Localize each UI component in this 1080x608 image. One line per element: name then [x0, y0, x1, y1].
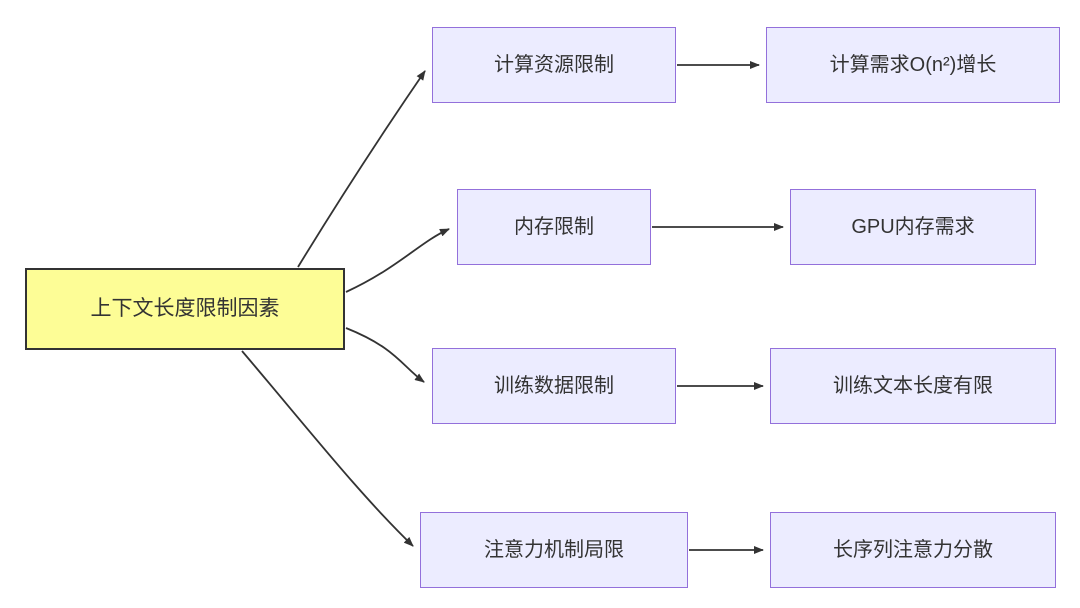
node-cause-1: 内存限制	[457, 189, 651, 265]
edge-root-to-cause-3	[241, 350, 414, 547]
node-effect-2: 训练文本长度有限	[770, 348, 1056, 424]
node-effect-1: GPU内存需求	[790, 189, 1036, 265]
edge-root-to-cause-2	[345, 327, 425, 383]
edge-root-to-cause-0	[297, 70, 426, 268]
node-effect-1-label: GPU内存需求	[851, 215, 975, 238]
node-cause-2-label: 训练数据限制	[494, 374, 614, 397]
node-cause-3: 注意力机制局限	[420, 512, 688, 588]
node-cause-0: 计算资源限制	[432, 27, 676, 103]
node-effect-3-label: 长序列注意力分散	[833, 538, 993, 561]
node-effect-0: 计算需求O(n²)增长	[766, 27, 1060, 103]
node-cause-1-label: 内存限制	[514, 215, 594, 238]
node-cause-2: 训练数据限制	[432, 348, 676, 424]
node-root-label: 上下文长度限制因素	[90, 296, 280, 320]
edge-root-to-cause-1	[345, 228, 450, 293]
node-cause-0-label: 计算资源限制	[494, 53, 614, 76]
node-cause-3-label: 注意力机制局限	[484, 538, 624, 561]
node-effect-0-label: 计算需求O(n²)增长	[829, 53, 997, 76]
node-effect-3: 长序列注意力分散	[770, 512, 1056, 588]
node-root: 上下文长度限制因素	[25, 268, 345, 350]
node-effect-2-label: 训练文本长度有限	[833, 374, 993, 397]
